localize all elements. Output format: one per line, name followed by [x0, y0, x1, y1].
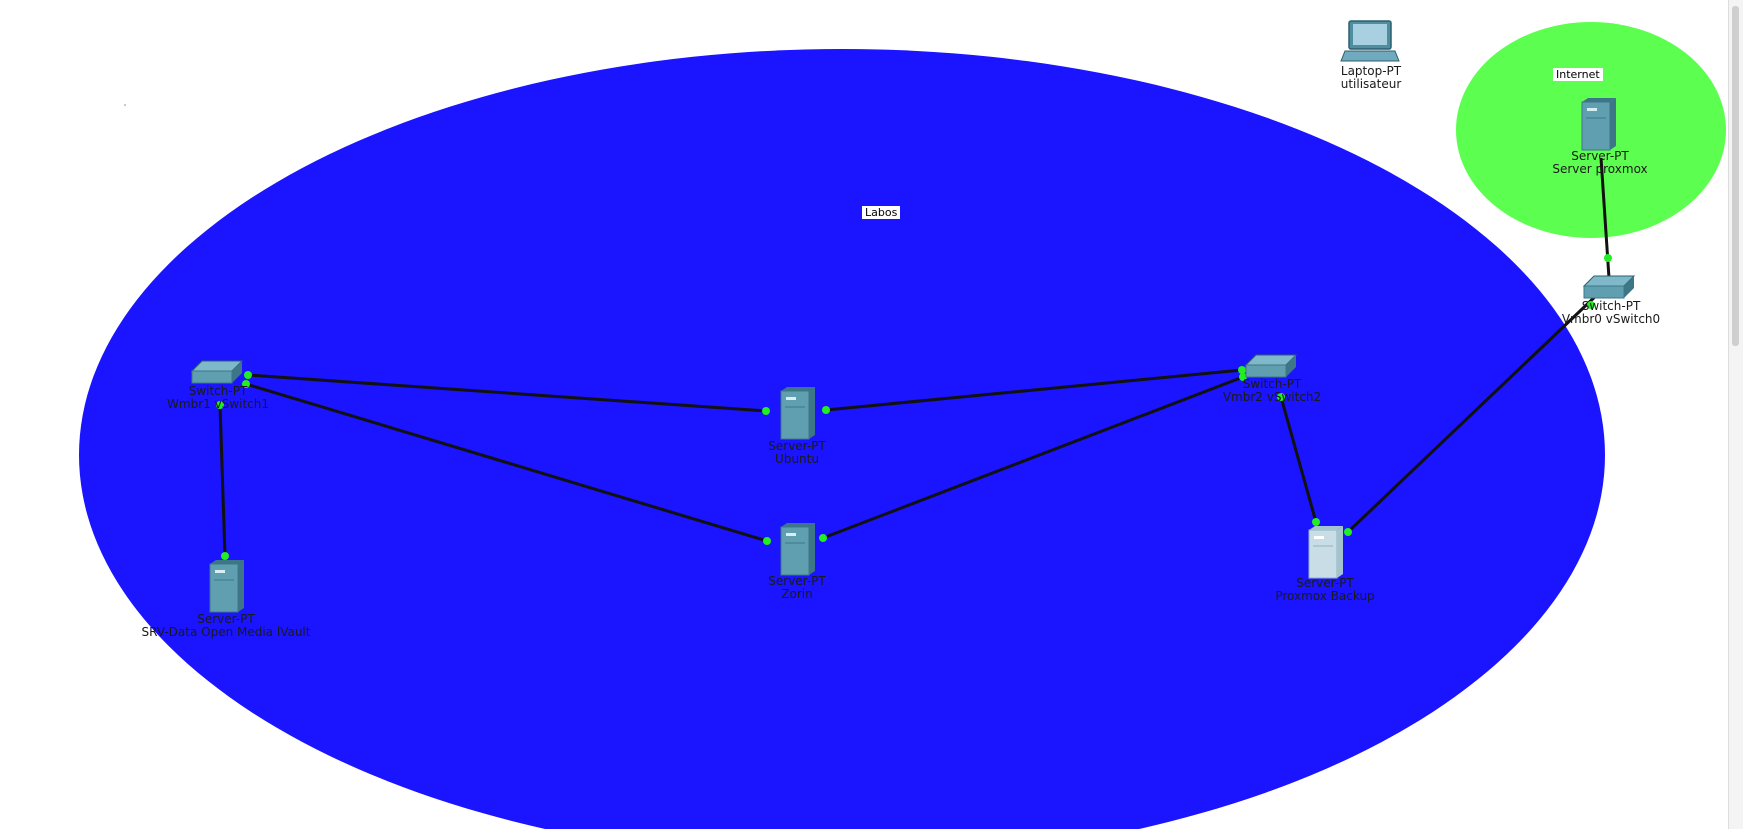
device-name: Vmbr0 vSwitch0: [1561, 312, 1661, 326]
server-icon[interactable]: [1308, 526, 1343, 579]
links-group: [218, 157, 1611, 557]
device-name: Vmbr2 vSwitch2: [1222, 390, 1322, 404]
link-ubuntu-switch2[interactable]: [825, 368, 1243, 412]
link-zorin-switch2[interactable]: [822, 375, 1244, 540]
port-indicator: [242, 380, 250, 388]
device-name: Proxmox Backup: [1275, 589, 1375, 603]
device-type: Server-PT: [1571, 149, 1629, 163]
switch-icon[interactable]: [190, 360, 244, 384]
port-indicator: [763, 537, 771, 545]
port-indicator: [762, 407, 770, 415]
laptop-icon[interactable]: [1340, 20, 1400, 62]
switch-icon[interactable]: [1582, 275, 1636, 299]
switch1-label: Switch-PT Wmbr1 vSwitch1: [167, 385, 269, 411]
srv-data-label: Server-PT SRV-Data Open Media lVault: [142, 613, 311, 639]
device-name: utilisateur: [1340, 77, 1402, 91]
port-indicator: [822, 406, 830, 414]
port-indicator: [216, 401, 224, 409]
port-indicator: [1344, 528, 1352, 536]
port-indicator: [1239, 373, 1247, 381]
device-type: Switch-PT: [1242, 377, 1302, 391]
port-indicator: [1587, 301, 1595, 309]
device-type: Server-PT: [1296, 576, 1354, 590]
device-name: Server proxmox: [1552, 162, 1648, 176]
internet-label[interactable]: Internet: [1553, 68, 1603, 81]
laptop-label: Laptop-PT utilisateur: [1341, 65, 1402, 91]
device-type: Switch-PT: [1581, 299, 1641, 313]
scrollbar-thumb[interactable]: [1732, 6, 1739, 346]
proxmox-backup-label: Server-PT Proxmox Backup: [1275, 577, 1374, 603]
device-type: Switch-PT: [188, 384, 248, 398]
device-type: Server-PT: [768, 574, 826, 588]
device-name: SRV-Data Open Media lVault: [141, 625, 311, 639]
device-type: Laptop-PT: [1340, 64, 1402, 78]
labos-label[interactable]: Labos: [862, 206, 901, 219]
device-type: Server-PT: [768, 439, 826, 453]
port-indicator: [819, 534, 827, 542]
stray-mark: [124, 104, 126, 106]
link-switch1-srvdata[interactable]: [218, 404, 227, 557]
link-switch1-ubuntu[interactable]: [247, 373, 767, 413]
link-switch2-backup[interactable]: [1279, 396, 1318, 523]
device-type: Server-PT: [197, 612, 255, 626]
port-indicator: [1238, 366, 1246, 374]
server-icon[interactable]: [209, 560, 244, 613]
server-icon[interactable]: [1581, 98, 1616, 151]
server-proxmox-label: Server-PT Server proxmox: [1552, 150, 1647, 176]
vertical-scrollbar[interactable]: [1728, 0, 1743, 829]
switch0-label: Switch-PT Vmbr0 vSwitch0: [1562, 300, 1660, 326]
labos-area[interactable]: [79, 49, 1605, 833]
device-name: Wmbr1 vSwitch1: [167, 397, 269, 411]
device-name: Ubuntu: [775, 452, 819, 466]
ports-group: [216, 254, 1612, 560]
device-name: Zorin: [781, 587, 813, 601]
zorin-label: Server-PT Zorin: [768, 575, 825, 601]
ubuntu-label: Server-PT Ubuntu: [768, 440, 825, 466]
switch-icon[interactable]: [1244, 354, 1298, 378]
server-icon[interactable]: [780, 523, 815, 576]
port-indicator: [221, 552, 229, 560]
server-icon[interactable]: [780, 387, 815, 440]
port-indicator: [1312, 518, 1320, 526]
link-switch0-backup[interactable]: [1346, 290, 1602, 534]
switch2-label: Switch-PT Vmbr2 vSwitch2: [1223, 378, 1321, 404]
port-indicator: [1277, 393, 1285, 401]
port-indicator: [244, 371, 252, 379]
link-switch1-zorin[interactable]: [245, 382, 768, 543]
port-indicator: [1604, 254, 1612, 262]
